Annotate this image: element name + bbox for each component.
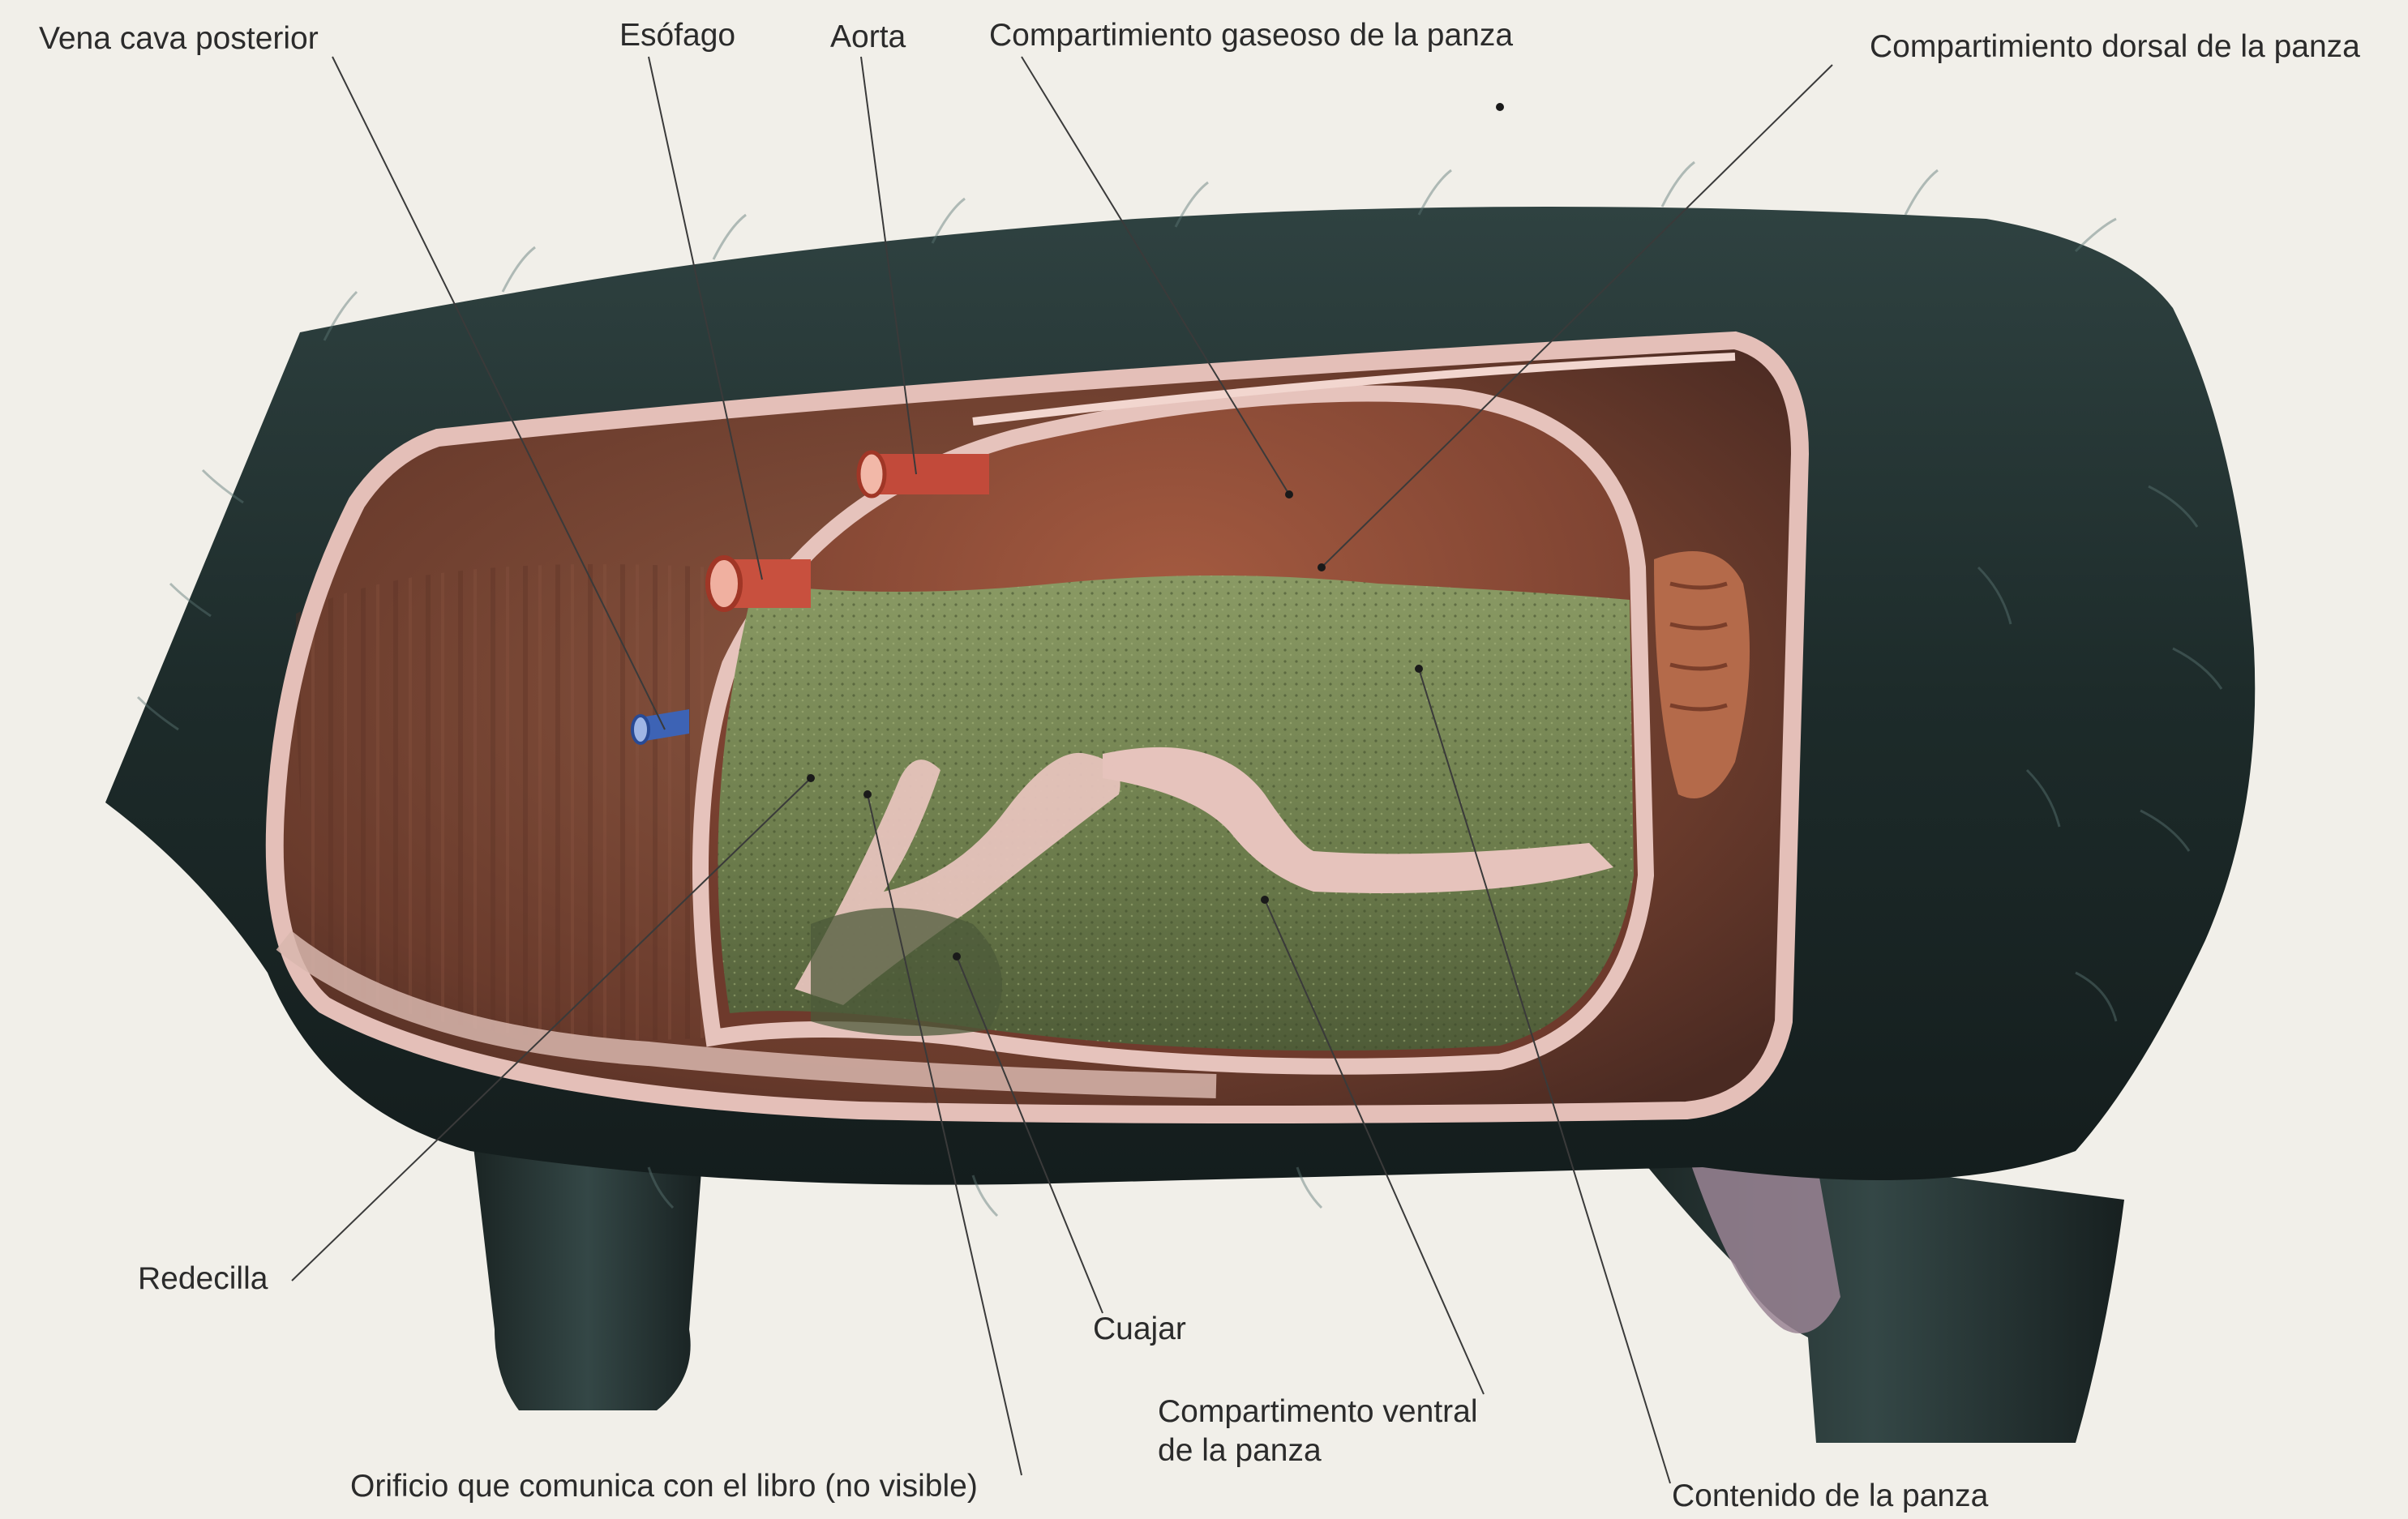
label-compartimiento-gaseoso: Compartimiento gaseoso de la panza	[989, 16, 1513, 55]
label-compartimiento-dorsal: Compartimiento dorsal de la panza	[1870, 28, 2360, 66]
redecilla-region	[292, 564, 713, 1040]
label-contenido-panza: Contenido de la panza	[1672, 1477, 1988, 1516]
label-esofago: Esófago	[619, 16, 735, 55]
aorta-vessel	[859, 452, 989, 496]
hind-leg	[1622, 1135, 2124, 1443]
label-orificio-libro: Orificio que comunica con el libro (no v…	[350, 1467, 978, 1506]
cuajar-region	[811, 908, 1002, 1036]
label-vena-cava-posterior: Vena cava posterior	[39, 19, 319, 58]
label-redecilla: Redecilla	[138, 1260, 268, 1299]
label-compartimento-ventral-line2: de la panza	[1158, 1431, 1322, 1470]
label-compartimento-ventral-line1: Compartimento ventral	[1158, 1393, 1478, 1431]
label-aorta: Aorta	[830, 18, 906, 57]
label-cuajar: Cuajar	[1093, 1310, 1186, 1349]
